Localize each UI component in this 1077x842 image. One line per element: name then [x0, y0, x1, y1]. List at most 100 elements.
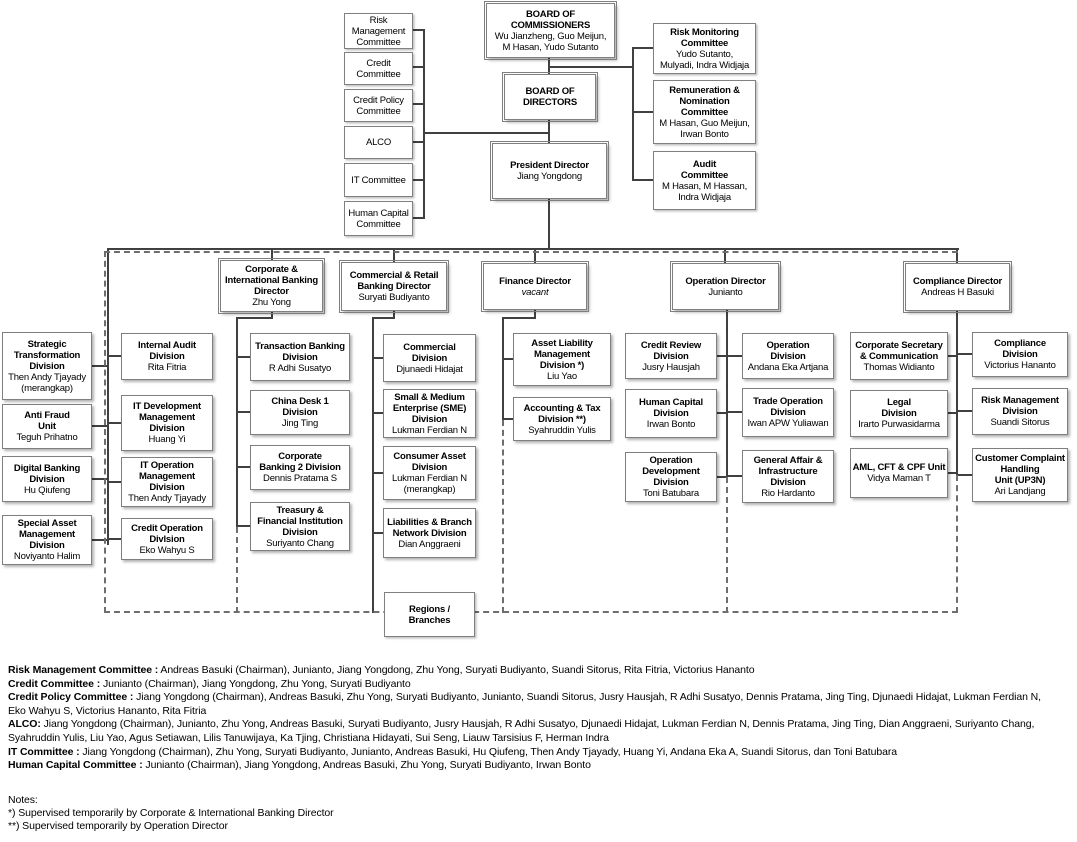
committee-note-label: Human Capital Committee :: [8, 759, 143, 772]
org-box-title-line: Division: [29, 540, 65, 551]
org-box-title-line: Development: [642, 466, 700, 477]
connector-line: [726, 355, 743, 357]
org-box-title-line: Branches: [408, 614, 451, 626]
org-box-name-line: ALCO: [365, 137, 392, 148]
org-box-name-line: Then Andy Tjayady: [8, 371, 86, 383]
committee-note-line: Credit Policy Committee : Jiang Yongdong…: [8, 691, 1041, 705]
org-box-title-line: Credit Operation: [131, 522, 203, 534]
connector-line: [502, 418, 514, 420]
org-box-name-line: vacant: [521, 286, 549, 298]
connector-line: [372, 472, 384, 474]
org-box-name-line: Rio Hardanto: [761, 487, 815, 499]
connector-line: [271, 312, 273, 319]
org-box-name-line: Vidya Maman T: [867, 473, 931, 484]
org-box-title-line: BOARD OF: [525, 8, 576, 20]
org-box-name-line: IT Committee: [351, 174, 406, 186]
org-box-title-line: Division *): [539, 359, 585, 371]
org-box-name-line: (merangkap): [403, 484, 456, 495]
connector-line: [548, 198, 550, 249]
connector-line: [236, 317, 238, 527]
org-box-title-line: Division: [1002, 349, 1038, 360]
connector-line: [236, 317, 273, 319]
org-box-title-line: Committee: [680, 37, 729, 49]
connector-line: [956, 474, 973, 476]
org-box-name-line: Wu Jianzheng, Guo Meijun,: [494, 30, 607, 42]
dashed-connector-line: [104, 611, 958, 613]
org-box-title-line: Division: [653, 477, 689, 488]
org-box-title-line: Operation: [766, 339, 810, 351]
org-box-title-line: Financial Institution: [257, 515, 343, 527]
committee-note-members: Jiang Yongdong (Chairman), Junianto, Zhu…: [40, 718, 1035, 731]
org-box-name-line: Junianto: [708, 286, 743, 298]
org-box-title-line: Commercial & Retail: [349, 270, 439, 281]
org-box-title-line: Human Capital: [639, 397, 703, 408]
connector-line: [92, 539, 108, 541]
org-box-name-line: Suandi Sitorus: [990, 417, 1050, 428]
committee-note-line: Human Capital Committee : Junianto (Chai…: [8, 759, 1041, 773]
org-box-name-line: Ari Landjang: [994, 486, 1046, 497]
org-box-title-line: Director: [254, 286, 289, 297]
org-box-name-line: Hu Qiufeng: [23, 484, 71, 496]
committee-note-members: Junianto (Chairman), Jiang Yongdong, And…: [142, 759, 591, 772]
org-box-title-line: Accounting & Tax: [523, 402, 601, 414]
org-box-title-line: Division: [770, 476, 806, 488]
connector-line: [413, 103, 425, 105]
org-box-name-line: Thomas Widianto: [863, 361, 935, 373]
org-box-name-line: Irwan Bonto: [646, 419, 696, 430]
org-box-name-line: Liu Yao: [547, 370, 577, 382]
org-box-name-line: Andana Eka Artjana: [747, 361, 829, 373]
connector-line: [423, 29, 425, 219]
org-box-title-line: Division: [770, 407, 806, 418]
committee-note-line: Syahruddin Yulis, Liu Yao, Agus Setiawan…: [8, 732, 1041, 746]
org-box-name-line: Teguh Prihatno: [16, 432, 78, 443]
org-box-name-line: Rita Fitria: [147, 362, 187, 373]
org-box-title-line: International Banking: [225, 275, 318, 286]
org-box-title-line: Division: [282, 407, 318, 418]
org-box-title-line: Remuneration &: [669, 84, 740, 96]
org-box-title-line: Management: [18, 529, 76, 540]
org-box-name-line: Jiang Yongdong: [517, 171, 582, 182]
org-box-title-line: Division: [1002, 406, 1038, 417]
connector-line: [372, 317, 374, 613]
committee-note-members: Jiang Yongdong (Chairman), Andreas Basuk…: [133, 691, 1041, 704]
org-box-name-line: Irwan Bonto: [680, 128, 729, 140]
org-box-name-line: Andreas H Basuki: [921, 287, 994, 298]
org-box-title-line: Special Asset: [17, 518, 77, 529]
connector-line: [107, 538, 122, 540]
connector-line: [548, 119, 550, 143]
connector-line: [724, 250, 726, 263]
connector-line: [107, 248, 959, 250]
org-box-title-line: Corporate Secretary: [855, 339, 943, 351]
org-box-title-line: Digital Banking: [13, 462, 81, 474]
org-box-title-line: Committee: [680, 106, 729, 118]
connector-line: [502, 317, 536, 319]
org-box-title-line: Management: [138, 412, 196, 423]
committee-note-line: ALCO: Jiang Yongdong (Chairman), Juniant…: [8, 718, 1041, 732]
org-box-title-line: Small & Medium: [394, 391, 465, 403]
committee-note-members: Eko Wahyu S, Victorius Hananto, Rita Fit…: [8, 704, 207, 717]
committee-note-line: Eko Wahyu S, Victorius Hananto, Rita Fit…: [8, 705, 1041, 719]
connector-line: [726, 411, 743, 413]
org-box-title-line: Division: [411, 413, 448, 425]
org-box-name-line: Committee: [356, 218, 401, 230]
org-box-title-line: Unit (UP3N): [994, 475, 1046, 486]
org-box-title-line: Division **): [538, 413, 586, 425]
connector-line: [956, 250, 958, 263]
org-box-name-line: Lukman Ferdian N: [392, 424, 467, 436]
connector-line: [413, 217, 425, 219]
org-box-name-line: Committee: [356, 68, 401, 80]
